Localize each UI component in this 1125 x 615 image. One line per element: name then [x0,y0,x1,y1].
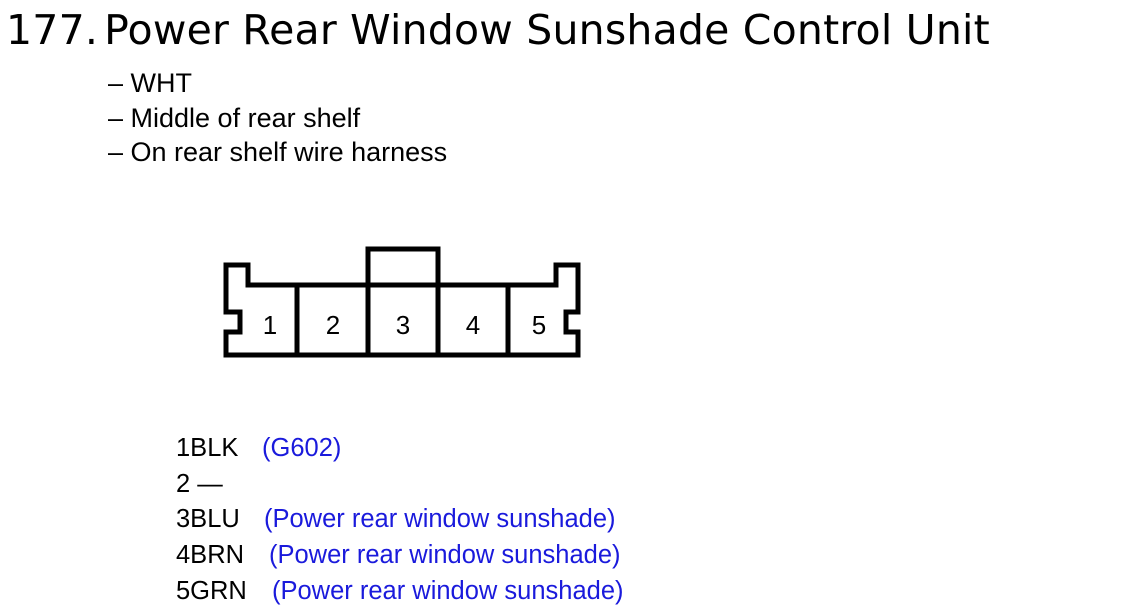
pin-wire: 1BLK [176,434,239,462]
connector-outline [223,262,581,358]
pin-reference-link[interactable]: (G602) [262,434,342,462]
pin-number-3: 3 [396,310,410,340]
note-color: – WHT [108,68,192,98]
pin-reference-link[interactable]: (Power rear window sunshade) [269,541,621,570]
note-location: – Middle of rear shelf [108,102,361,133]
pin-wire: 5GRN [176,576,247,605]
pin-row-3: 3BLU (Power rear window sunshade) [176,502,624,538]
pin-row-2: 2 — [176,467,624,503]
pin-assignments: 1BLK (G602) 2 — 3BLU (Power rear window su… [176,431,624,610]
pin-number-2: 2 [326,310,340,340]
title-text: Power Rear Window Sunshade Control Unit [104,6,990,54]
location-notes: – WHT – Middle of rear shelf – On rear s… [108,66,447,170]
pin-number-4: 4 [466,310,480,340]
pin-row-4: 4BRN (Power rear window sunshade) [176,538,624,574]
pin-row-1: 1BLK (G602) [176,431,624,467]
pin-wire: 4BRN [176,541,245,570]
pin-number-5: 5 [532,310,546,340]
connector-diagram: 1 2 3 4 5 [223,246,581,358]
page-title: 177.Power Rear Window Sunshade Control U… [6,2,990,58]
title-number: 177. [6,6,99,54]
pin-reference-link[interactable]: (Power rear window sunshade) [264,505,616,534]
connector-key-tab [365,246,441,288]
pin-row-5: 5GRN (Power rear window sunshade) [176,574,624,610]
note-harness: – On rear shelf wire harness [108,137,448,167]
pin-wire: 2 — [176,469,223,498]
pin-wire: 3BLU [176,505,240,534]
pin-number-1: 1 [263,310,277,340]
pin-reference-link[interactable]: (Power rear window sunshade) [272,576,624,605]
